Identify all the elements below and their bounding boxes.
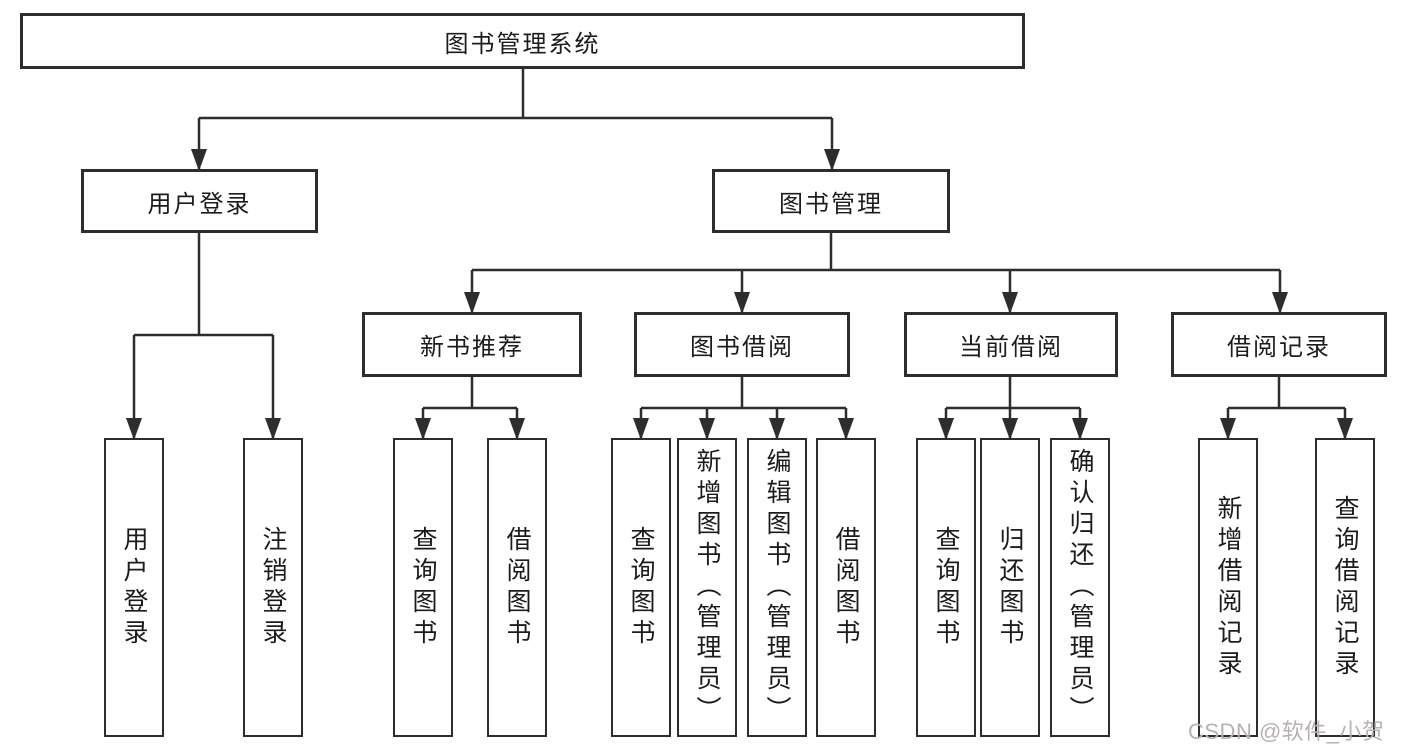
node-leaf-add-book-admin: 新增图书（管理员） <box>677 438 737 737</box>
node-book-management: 图书管理 <box>712 169 950 233</box>
node-leaf-query-books-recommend: 查询图书 <box>393 438 453 737</box>
node-leaf-return-book: 归还图书 <box>980 438 1040 737</box>
csdn-watermark: CSDN @软件_小贺同学 <box>1188 719 1385 744</box>
node-leaf-user-login: 用户登录 <box>104 438 164 737</box>
node-leaf-edit-book-admin: 编辑图书（管理员） <box>747 438 807 737</box>
node-new-book-recommend: 新书推荐 <box>362 312 582 377</box>
node-leaf-query-books-borrowing: 查询图书 <box>611 438 671 737</box>
node-borrowing-records: 借阅记录 <box>1171 312 1387 377</box>
node-leaf-logout: 注销登录 <box>243 438 303 737</box>
node-leaf-borrow-books-recommend: 借阅图书 <box>487 438 547 737</box>
node-leaf-add-borrow-record: 新增借阅记录 <box>1198 438 1258 737</box>
node-leaf-confirm-return-admin: 确认归还（管理员） <box>1050 438 1110 737</box>
node-library-system: 图书管理系统 <box>20 13 1025 69</box>
node-user-login: 用户登录 <box>81 169 318 233</box>
node-leaf-query-borrow-record: 查询借阅记录 <box>1315 438 1375 737</box>
node-leaf-borrow-books-borrowing: 借阅图书 <box>816 438 876 737</box>
node-current-borrowing: 当前借阅 <box>904 312 1118 377</box>
node-book-borrowing: 图书借阅 <box>634 312 850 377</box>
node-leaf-query-books-current: 查询图书 <box>916 438 976 737</box>
